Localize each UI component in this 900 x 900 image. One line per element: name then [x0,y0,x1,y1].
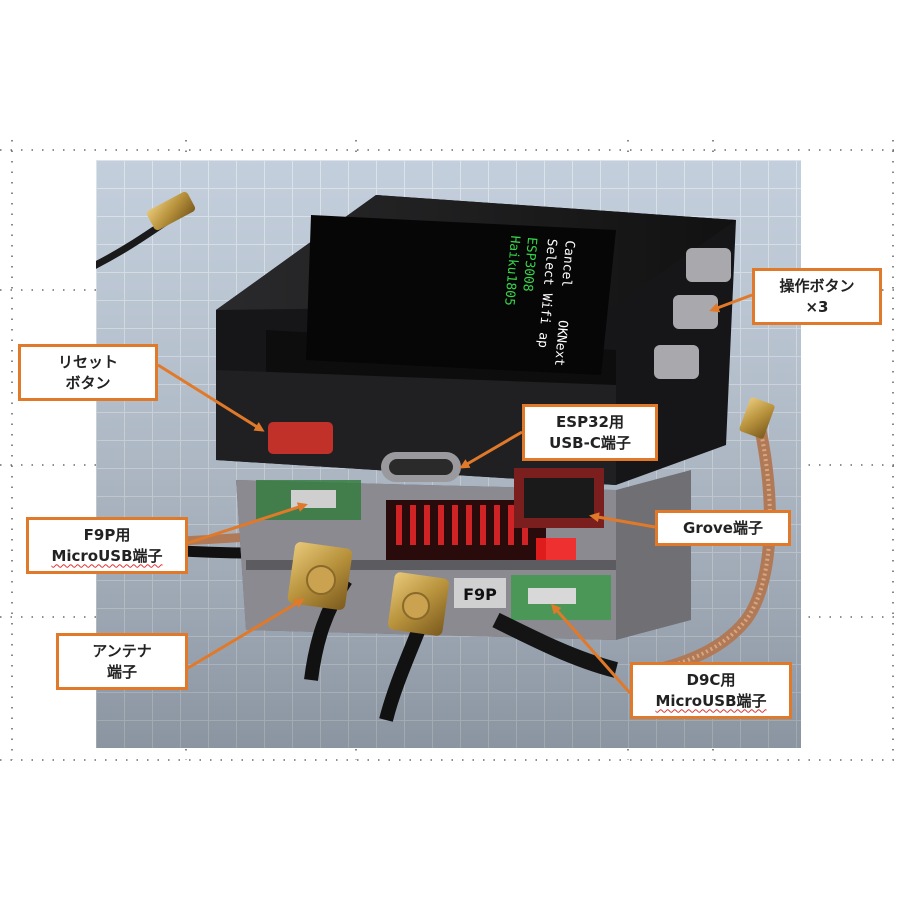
esp32-callout-line1: ESP32用 [556,413,624,432]
operation-button-3[interactable] [654,345,699,379]
screen-line-5: ESP3008 [519,236,539,292]
operation-buttons-callout: 操作ボタン ×3 [752,268,882,325]
device-photo: F9P Cancel Select Wifi ap OK Next ESP300… [96,160,801,748]
operation-button-2[interactable] [673,295,718,329]
esp32-usbc-callout: ESP32用 USB-C端子 [522,404,658,461]
f9p-callout-line1: F9P用 [83,526,131,545]
reset-button-callout: リセット ボタン [18,344,158,401]
operation-callout-line1: 操作ボタン [779,277,855,296]
f9p-callout-line2: MicroUSB端子 [51,546,163,565]
d9c-microusb-callout: D9C用 MicroUSB端子 [630,662,792,719]
d9c-callout-line1: D9C用 [686,671,736,690]
reset-callout-line2: ボタン [65,373,111,392]
reset-button[interactable] [268,422,333,454]
screen-line-3: OK [554,319,570,336]
grove-callout-line1: Grove端子 [683,518,763,537]
reset-callout-line1: リセット [57,353,118,372]
esp32-callout-line2: USB-C端子 [549,433,631,452]
operation-callout-line2: ×3 [805,297,829,316]
board-label: F9P [463,585,497,604]
grove-port-callout: Grove端子 [655,510,791,546]
antenna-callout-line1: アンテナ [92,642,152,661]
antenna-callout-line2: 端子 [106,662,137,681]
d9c-callout-line2: MicroUSB端子 [655,691,767,710]
antenna-port-callout: アンテナ 端子 [56,633,188,690]
screen-line-1: Cancel [558,240,577,288]
f9p-microusb-callout: F9P用 MicroUSB端子 [26,517,188,574]
screen-line-6: Haiku1805 [501,235,522,306]
operation-button-1[interactable] [686,248,731,282]
screen-line-4: Next [551,334,569,367]
